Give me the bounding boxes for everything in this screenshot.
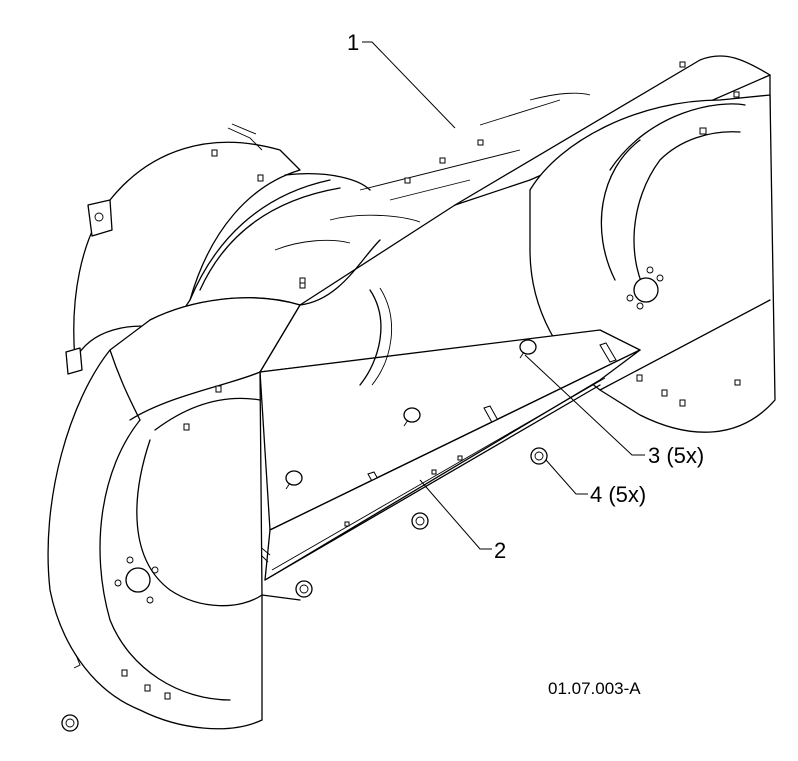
leader-2 [419,479,492,550]
scraper-bar [257,349,641,581]
flange-nut [411,512,429,530]
leader-3 [524,354,645,456]
leader-lines [362,41,645,550]
reference-code: 01.07.003-A [548,679,641,698]
flange-nuts [61,447,548,732]
flange-nut [61,714,79,732]
callout-3: 3 (5x) [648,443,704,468]
callout-1: 1 [347,30,359,55]
leader-4 [545,459,588,495]
callout-4: 4 (5x) [590,482,646,507]
carriage-bolt-heads [285,339,537,490]
callout-2: 2 [494,538,506,563]
leader-1 [362,41,456,129]
rear-housing-drum [65,123,371,375]
flange-nut [295,580,313,598]
front-left-housing-drum [47,297,301,730]
flange-nut [530,447,548,465]
